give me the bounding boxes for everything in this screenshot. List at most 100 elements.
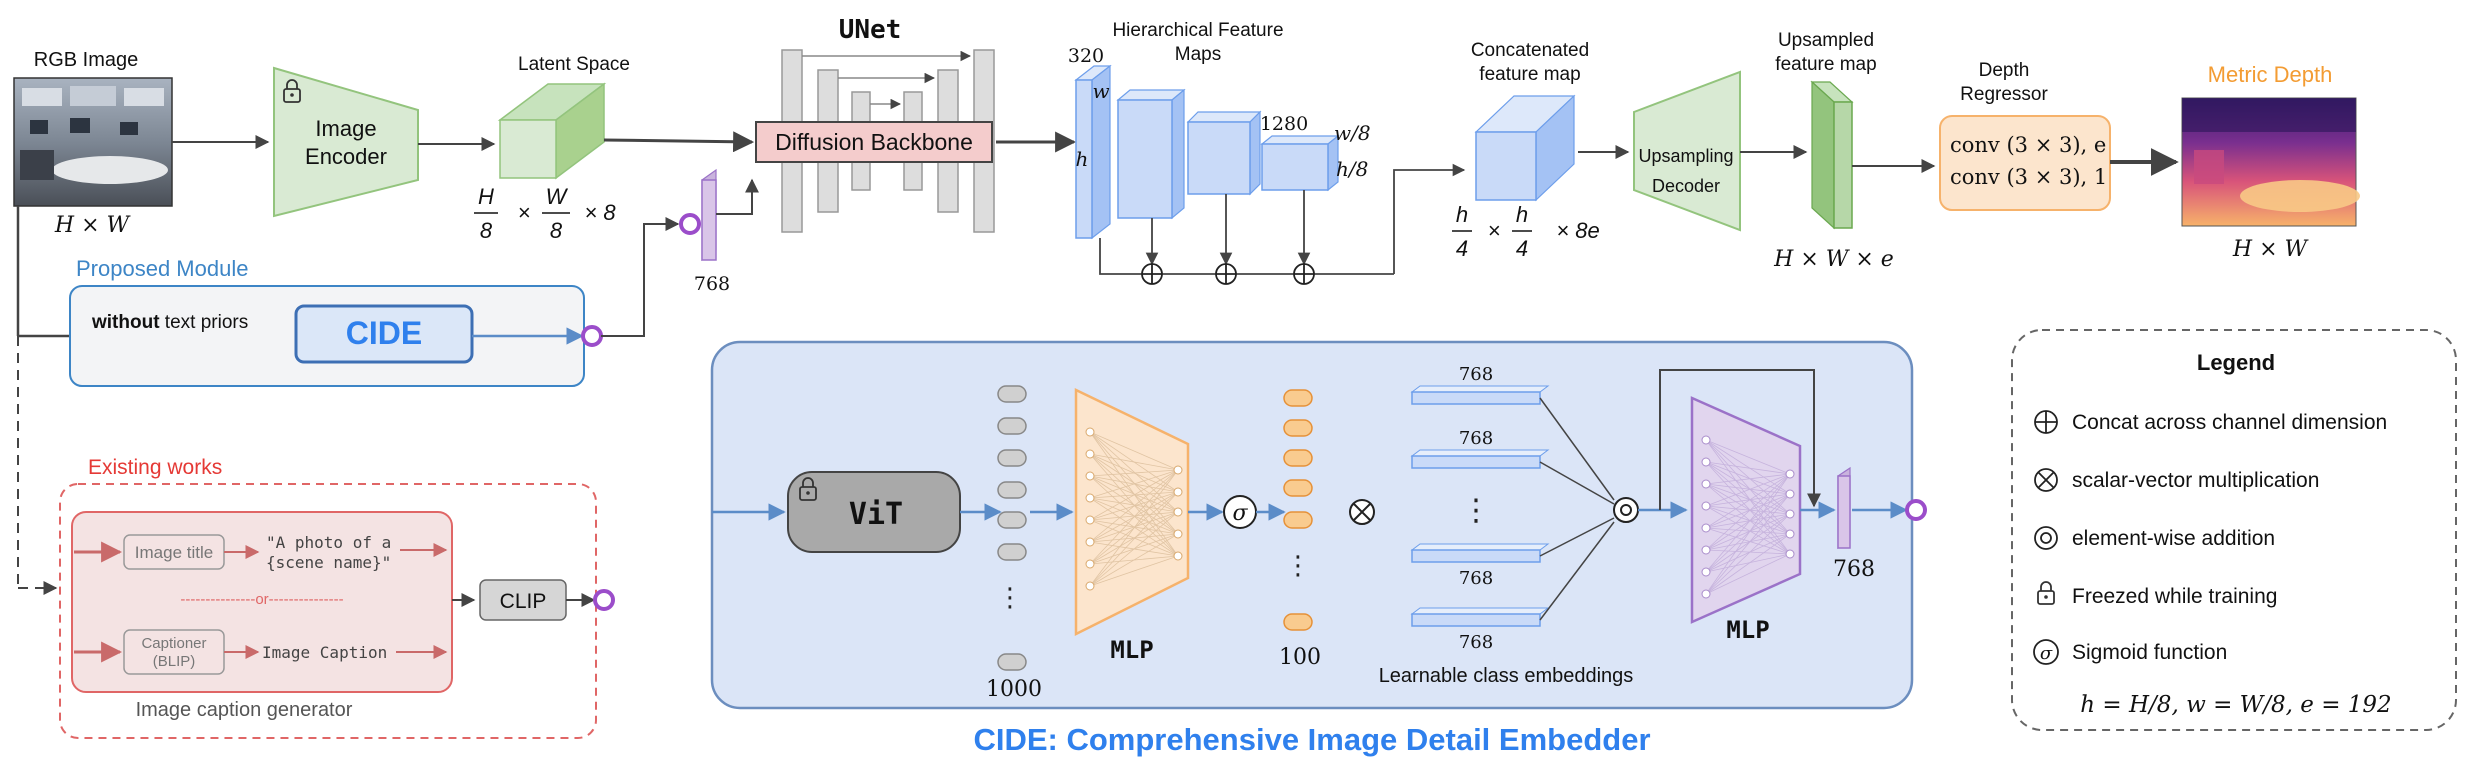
- mlp-node: [1173, 465, 1183, 475]
- latent-space-label: Latent Space: [518, 54, 630, 75]
- or-separator: ---------------or---------------: [180, 591, 343, 608]
- class-embedding-dim: 768: [1459, 364, 1493, 385]
- clip-box: CLIP: [479, 579, 567, 621]
- feature-map-3: [1186, 110, 1262, 196]
- svg-text:Upsampling: Upsampling: [1638, 146, 1733, 166]
- legend-formula: h = H/8, w = W/8, e = 192: [2080, 692, 2391, 718]
- feature-map-4: [1260, 134, 1340, 192]
- photo-text-1: "A photo of a: [266, 533, 391, 552]
- feature-map-1: [1074, 64, 1112, 240]
- rgb-image-thumbnail: [13, 77, 173, 207]
- depth-regressor-label-2: Regressor: [1960, 84, 2048, 105]
- legend-item-multiply: scalar-vector multiplication: [2072, 469, 2319, 492]
- latent-space-size: H 8 × W 8 × 8: [474, 184, 616, 243]
- mlp-node: [1085, 471, 1095, 481]
- svg-text:×: ×: [518, 200, 531, 225]
- legend-item-freezed: Freezed while training: [2072, 585, 2277, 608]
- mlp-node: [1785, 549, 1795, 559]
- residual-connection: [1659, 369, 1821, 510]
- mlp-node: [1173, 507, 1183, 517]
- upsampling-decoder: Upsampling Decoder: [1633, 70, 1741, 232]
- mlp-node: [1785, 529, 1795, 539]
- svg-text:× 8: × 8: [584, 200, 616, 225]
- embedding-merge-lines: [1539, 397, 1615, 621]
- lock-icon: [799, 477, 817, 501]
- mlp-1: [1074, 388, 1190, 637]
- mlp-node: [1085, 581, 1095, 591]
- svg-text:h: h: [1516, 202, 1528, 227]
- class-embedding-top: [1410, 385, 1550, 393]
- h8-label: h/8: [1336, 157, 1368, 181]
- metric-depth-label: Metric Depth: [2208, 62, 2333, 87]
- mlp-node: [1173, 529, 1183, 539]
- feature-w-label: w: [1092, 79, 1109, 103]
- feature-h-label: h: [1076, 147, 1089, 171]
- rgb-image-size: H × W: [54, 213, 132, 238]
- svg-text:4: 4: [1456, 236, 1468, 261]
- mlp-node: [1701, 523, 1711, 533]
- logit-pill: [997, 481, 1027, 499]
- proposed-module-title: Proposed Module: [76, 256, 248, 281]
- mlp-node: [1701, 479, 1711, 489]
- image-encoder: Image Encoder: [273, 66, 419, 218]
- lock-icon: [283, 79, 301, 103]
- output-embedding-768: [1837, 466, 1851, 550]
- concat-label-1: Concatenated: [1471, 40, 1589, 61]
- cide-box: CIDE: [294, 304, 474, 364]
- mlp-node: [1085, 493, 1095, 503]
- learnable-embeddings-label: Learnable class embeddings: [1379, 665, 1634, 687]
- existing-works-title: Existing works: [88, 456, 222, 479]
- cide-detail-output-circle: [1905, 499, 1927, 521]
- prob-pill: [1283, 613, 1313, 631]
- feature-map-2: [1116, 88, 1186, 220]
- mlp-node: [1173, 487, 1183, 497]
- logit-pill: [997, 417, 1027, 435]
- logit-pill: [997, 543, 1027, 561]
- dim-320-label: 320: [1068, 45, 1104, 67]
- mlp-node: [1085, 559, 1095, 569]
- logits-1000-column: [997, 385, 1027, 671]
- mlp-node: [1173, 551, 1183, 561]
- class-embedding-dots: ⋮: [1461, 494, 1491, 527]
- metric-depth-image: [2181, 97, 2360, 227]
- output-768-label: 768: [1833, 557, 1875, 582]
- dim-1280-label: 1280: [1260, 113, 1308, 135]
- logits-dots: ⋮: [997, 582, 1023, 612]
- mlp-2-label: MLP: [1726, 616, 1769, 644]
- metric-depth-size: H × W: [2232, 237, 2310, 262]
- mlp-node: [1785, 509, 1795, 519]
- class-embedding-dim: 768: [1459, 568, 1493, 589]
- upsampled-label-1: Upsampled: [1778, 30, 1874, 51]
- legend-item-sigmoid: Sigmoid function: [2072, 641, 2227, 664]
- diffusion-backbone: Diffusion Backbone: [755, 121, 993, 163]
- svg-text:σ: σ: [2040, 643, 2053, 664]
- mlp-node: [1701, 545, 1711, 555]
- concat-size: h 4 × h 4 × 8e: [1452, 202, 1600, 261]
- mlp-node: [1701, 567, 1711, 577]
- sigma-circle-icon: σ: [1223, 495, 1257, 529]
- mlp-node: [1701, 457, 1711, 467]
- unet-skip-connections: [802, 50, 972, 110]
- w8-label: w/8: [1334, 121, 1371, 145]
- prob-pill: [1283, 449, 1313, 467]
- cide-output-circle: [581, 325, 603, 347]
- mlp-node: [1085, 537, 1095, 547]
- prob-pill: [1283, 479, 1313, 497]
- class-embedding-dim: 768: [1459, 428, 1493, 449]
- image-caption-text: Image Caption: [262, 643, 387, 662]
- logit-pill: [997, 653, 1027, 671]
- mlp-node: [1785, 469, 1795, 479]
- clip-output-circle: [593, 589, 615, 611]
- caption-generator-label: Image caption generator: [136, 699, 353, 721]
- prob-pill: [1283, 389, 1313, 407]
- double-circle-icon: [2034, 526, 2058, 550]
- legend-item-add: element-wise addition: [2072, 527, 2275, 550]
- svg-text:CIDE: CIDE: [346, 315, 422, 351]
- svg-text:conv (3 × 3), e: conv (3 × 3), e: [1950, 133, 2106, 157]
- logit-pill: [997, 449, 1027, 467]
- arrow-cide-to-embedding: [601, 217, 680, 337]
- svg-text:σ: σ: [1232, 501, 1248, 526]
- svg-text:× 8e: × 8e: [1556, 218, 1599, 243]
- legend-item-concat: Concat across channel dimension: [2072, 411, 2387, 434]
